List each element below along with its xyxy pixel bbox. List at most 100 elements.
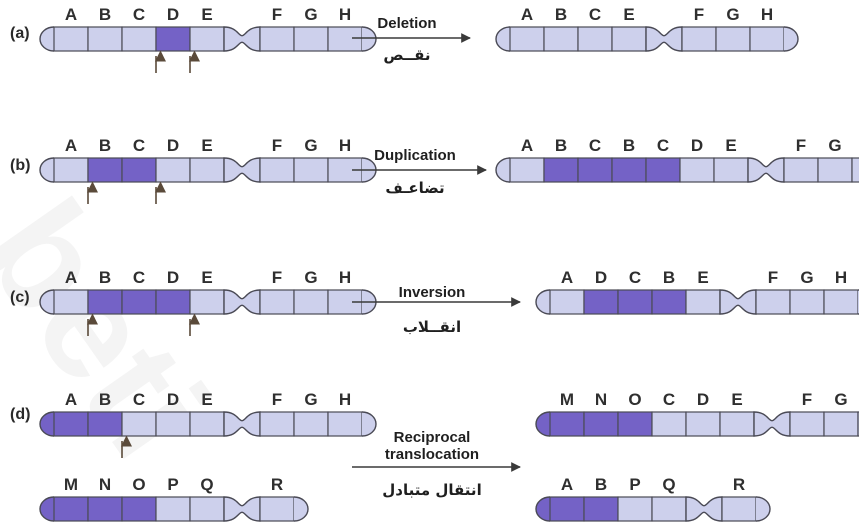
gene-label-d: D [167,390,179,409]
gene-segment-e [685,289,721,315]
gene-label-p: P [167,475,178,494]
gene-label-h: H [761,5,773,24]
gene-label-b: B [623,136,635,155]
gene-segment-p [155,496,191,522]
chromosome-end-cap [361,26,377,52]
gene-segment-b [543,26,579,52]
gene-segment-f [681,26,717,52]
gene-label-f: F [802,390,812,409]
gene-label-c: C [133,390,145,409]
gene-segment-c [121,157,157,183]
gene-segment-h [823,289,859,315]
gene-segment-e [611,26,647,52]
gene-label-c: C [133,268,145,287]
gene-segment-d [583,289,619,315]
gene-segment-d [155,411,191,437]
gene-label-b: B [663,268,675,287]
gene-label-g: G [304,390,317,409]
gene-label-a: A [65,390,77,409]
gene-segment-g [715,26,751,52]
gene-segment-b [583,496,619,522]
gene-label-c: C [663,390,675,409]
chromosome-end-cap [39,157,55,183]
gene-label-e: E [201,268,212,287]
gene-segment-e [189,157,225,183]
gene-segment-g [293,289,329,315]
gene-segment-m [53,496,89,522]
gene-label-d: D [595,268,607,287]
gene-label-d: D [167,268,179,287]
panel-label: (a) [10,25,30,42]
gene-segment-f [783,157,819,183]
gene-label-a: A [561,475,573,494]
gene-label-c: C [133,5,145,24]
operation-label-ar: تضاعـف [385,179,444,197]
gene-segment-n [583,411,619,437]
gene-label-d: D [697,390,709,409]
operation-label-en: Deletion [377,15,436,32]
panel-label: (c) [10,289,30,306]
chromosome-end-cap [361,411,377,437]
gene-segment-a [53,157,89,183]
centromere [685,496,723,522]
gene-segment-h [749,26,785,52]
centromere [645,26,683,52]
panel-label: (b) [10,157,30,174]
gene-segment-d [155,157,191,183]
centromere [753,411,791,437]
gene-segment-r [259,496,295,522]
gene-segment-b [87,157,123,183]
gene-label-b: B [99,268,111,287]
gene-label-f: F [272,390,282,409]
gene-segment-d [679,157,715,183]
gene-label-b: B [99,390,111,409]
gene-label-b: B [99,136,111,155]
gene-label-g: G [726,5,739,24]
gene-segment-f [755,289,791,315]
gene-label-r: R [271,475,283,494]
gene-label-e: E [201,390,212,409]
centromere [223,411,261,437]
gene-segment-c [121,26,157,52]
gene-label-b: B [595,475,607,494]
gene-label-m: M [64,475,78,494]
chromosome-end-cap [755,496,771,522]
chromosome-after: ABCBCDEFGH [495,136,859,183]
gene-label-c: C [133,136,145,155]
gene-segment-g [293,26,329,52]
gene-label-g: G [304,5,317,24]
gene-label-a: A [561,268,573,287]
gene-segment-c [645,157,681,183]
gene-label-r: R [733,475,745,494]
gene-segment-a [53,411,89,437]
gene-label-c: C [629,268,641,287]
gene-segment-a [53,26,89,52]
gene-label-n: N [595,390,607,409]
gene-label-f: F [272,268,282,287]
gene-label-m: M [560,390,574,409]
gene-label-h: H [339,136,351,155]
gene-label-b: B [99,5,111,24]
gene-label-f: F [272,5,282,24]
gene-segment-b [651,289,687,315]
gene-label-a: A [65,268,77,287]
gene-segment-q [651,496,687,522]
gene-segment-c [121,411,157,437]
chromosome-end-cap [39,289,55,315]
operation-label-en: Duplication [374,147,456,164]
gene-label-e: E [725,136,736,155]
gene-label-n: N [99,475,111,494]
gene-segment-e [189,289,225,315]
gene-label-f: F [796,136,806,155]
gene-label-e: E [623,5,634,24]
gene-segment-c [121,289,157,315]
gene-label-h: H [339,268,351,287]
gene-segment-g [293,157,329,183]
gene-label-a: A [65,5,77,24]
panel-label: (d) [10,406,30,423]
